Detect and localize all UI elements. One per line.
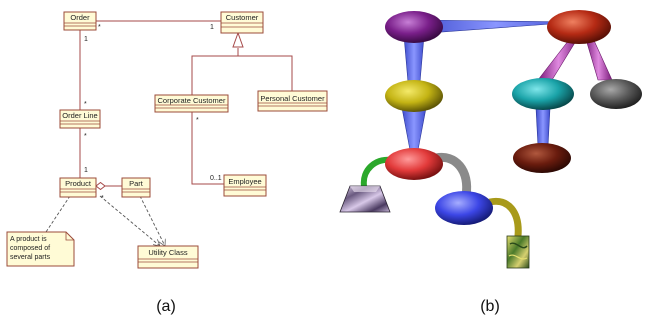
class-employee-label: Employee xyxy=(228,177,261,186)
connector-blue-olive xyxy=(486,197,522,240)
association-lines xyxy=(79,20,293,187)
node-yellow xyxy=(385,80,443,112)
node-dark-red xyxy=(513,143,571,173)
mult-order-customer-one: 1 xyxy=(210,24,214,31)
mult-corporate-employee-opt: 0..1 xyxy=(210,175,222,182)
uml-note: A product is composed of several parts xyxy=(6,231,75,267)
dependency-product-utility xyxy=(99,195,160,246)
node-red-top xyxy=(547,10,611,44)
class-order-label: Order xyxy=(70,13,90,22)
caption-a: (a) xyxy=(156,298,176,315)
caption-b: (b) xyxy=(480,298,500,315)
class-utility-class-label: Utility Class xyxy=(148,248,187,257)
class-personal-customer-label: Personal Customer xyxy=(260,94,325,103)
class-customer-label: Customer xyxy=(226,13,259,22)
class-product: Product xyxy=(59,177,97,198)
mult-order-customer-many: * xyxy=(98,24,101,31)
mult-product-part-many: * xyxy=(101,195,104,202)
node-purple xyxy=(385,11,443,43)
class-order-line: Order Line xyxy=(59,109,101,129)
node-blue xyxy=(435,191,493,225)
mult-line-product-many: * xyxy=(84,133,87,140)
note-line-1: A product is xyxy=(10,236,47,243)
mult-order-line-many: * xyxy=(84,101,87,108)
class-utility-class: Utility Class xyxy=(137,245,199,269)
generalization-lines xyxy=(191,55,293,95)
3d-connectors xyxy=(360,19,613,240)
assoc-corporate-employee xyxy=(191,110,224,185)
node-red-mid xyxy=(385,148,443,180)
3d-visualization: (b) xyxy=(339,10,642,315)
note-line-3: several parts xyxy=(10,254,51,261)
textured-block-right xyxy=(506,235,530,269)
dependency-part-utility xyxy=(139,195,165,246)
aggregation-diamond xyxy=(95,181,106,191)
uml-class-diagram: * 1 1 * * 1 * 0..1 * Order Customer xyxy=(6,11,328,315)
class-personal-customer: Personal Customer xyxy=(257,90,328,112)
class-customer: Customer xyxy=(220,11,264,34)
class-part-label: Part xyxy=(129,179,144,188)
node-cyan xyxy=(512,78,574,110)
connector-cyan-darkred xyxy=(535,107,551,147)
note-anchor-line xyxy=(45,195,71,233)
mult-line-product-one: 1 xyxy=(84,167,88,174)
dependency-lines xyxy=(45,195,165,246)
class-product-label: Product xyxy=(65,179,92,188)
mult-corporate-employee-many: * xyxy=(196,117,199,124)
connector-yellow-redmid xyxy=(401,107,427,151)
connector-redmid-gray xyxy=(431,152,472,201)
class-part: Part xyxy=(121,177,151,198)
textured-block-left xyxy=(339,185,391,213)
generalization-arrowhead xyxy=(232,31,244,48)
note-line-2: composed of xyxy=(10,245,50,252)
class-corporate-customer: Corporate Customer xyxy=(154,94,229,113)
mult-order-line-one: 1 xyxy=(84,36,88,43)
class-corporate-customer-label: Corporate Customer xyxy=(158,96,226,105)
class-order-line-label: Order Line xyxy=(62,111,97,120)
class-order: Order xyxy=(63,11,97,31)
node-gray xyxy=(590,79,642,109)
class-employee: Employee xyxy=(223,174,267,197)
